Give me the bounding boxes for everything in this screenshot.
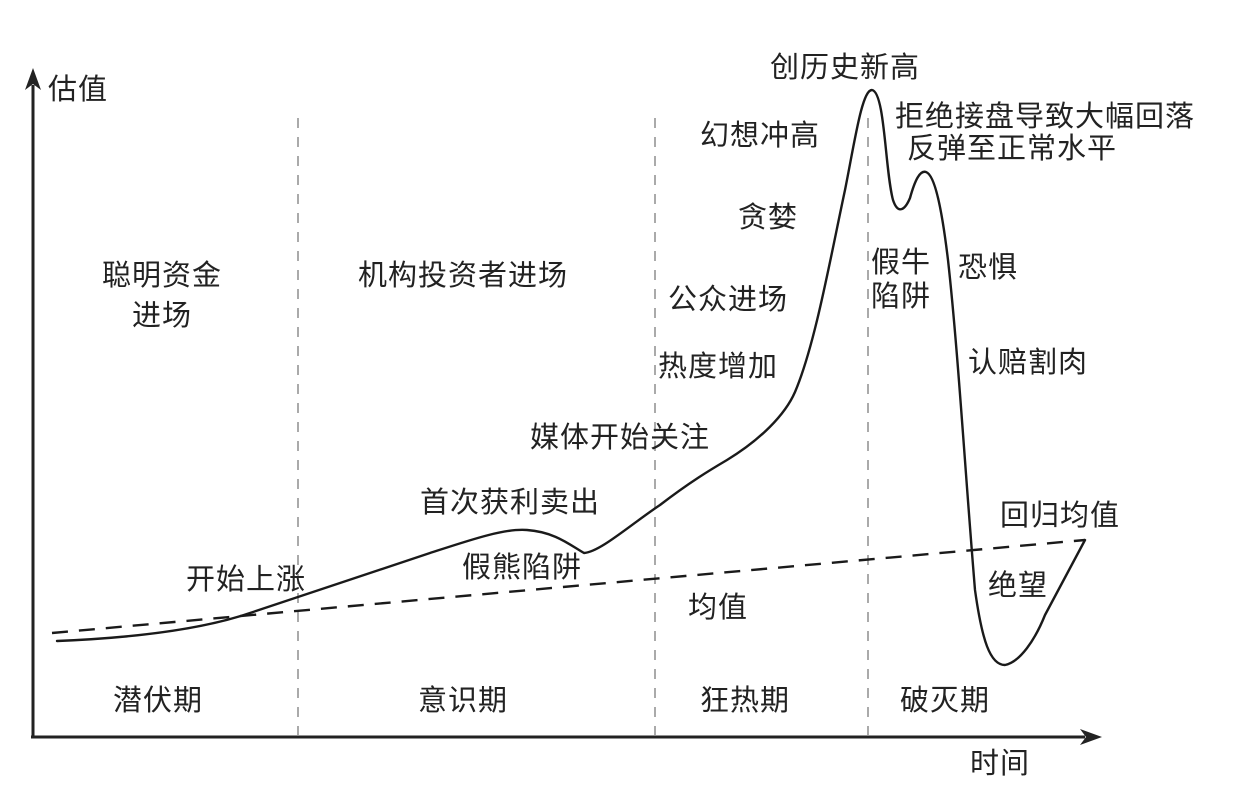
x-axis-arrow-icon xyxy=(1080,729,1102,745)
annotation-return-to-mean: 回归均值 xyxy=(1000,498,1121,532)
phase-blowoff: 破灭期 xyxy=(900,683,991,717)
annotation-new-high: 创历史新高 xyxy=(770,50,921,84)
phase-mania: 狂热期 xyxy=(700,683,791,717)
bull-trap-line2: 陷阱 xyxy=(870,279,931,313)
annotation-bull-trap: 假牛 陷阱 xyxy=(864,245,938,313)
valuation-curve xyxy=(55,88,1087,667)
phase-latent: 潜伏期 xyxy=(113,683,204,717)
annotation-mean: 均值 xyxy=(688,590,749,624)
annotation-despair: 绝望 xyxy=(988,568,1049,602)
annotation-return-to-normal: 反弹至正常水平 xyxy=(907,131,1118,165)
mean-line xyxy=(51,538,1086,635)
institutional-investors-label: 机构投资者进场 xyxy=(358,258,569,292)
phase-dividers xyxy=(297,118,869,735)
smart-money-line1: 聪明资金 xyxy=(101,258,222,292)
annotation-denial: 拒绝接盘导致大幅回落 xyxy=(895,99,1196,133)
bull-trap-line1: 假牛 xyxy=(870,245,931,279)
annotation-start-rising: 开始上涨 xyxy=(186,562,307,596)
annotation-bear-trap: 假熊陷阱 xyxy=(462,550,583,584)
smart-money-label: 聪明资金 进场 xyxy=(92,258,232,332)
smart-money-line2: 进场 xyxy=(131,298,192,332)
axes xyxy=(25,68,1102,745)
y-axis-label: 估值 xyxy=(48,72,109,106)
annotation-enthusiasm: 热度增加 xyxy=(658,349,779,383)
annotation-capitulation: 认赔割肉 xyxy=(968,345,1089,379)
x-axis-label: 时间 xyxy=(970,746,1031,780)
annotation-delusion: 幻想冲高 xyxy=(700,118,821,152)
y-axis-arrow-icon xyxy=(25,68,41,90)
annotation-fear: 恐惧 xyxy=(958,250,1019,284)
annotation-first-sell-off: 首次获利卖出 xyxy=(420,485,601,519)
annotation-greed: 贪婪 xyxy=(738,200,799,234)
phase-awareness: 意识期 xyxy=(418,683,509,717)
annotation-media-attention: 媒体开始关注 xyxy=(530,420,711,454)
annotation-public-enters: 公众进场 xyxy=(668,282,789,316)
